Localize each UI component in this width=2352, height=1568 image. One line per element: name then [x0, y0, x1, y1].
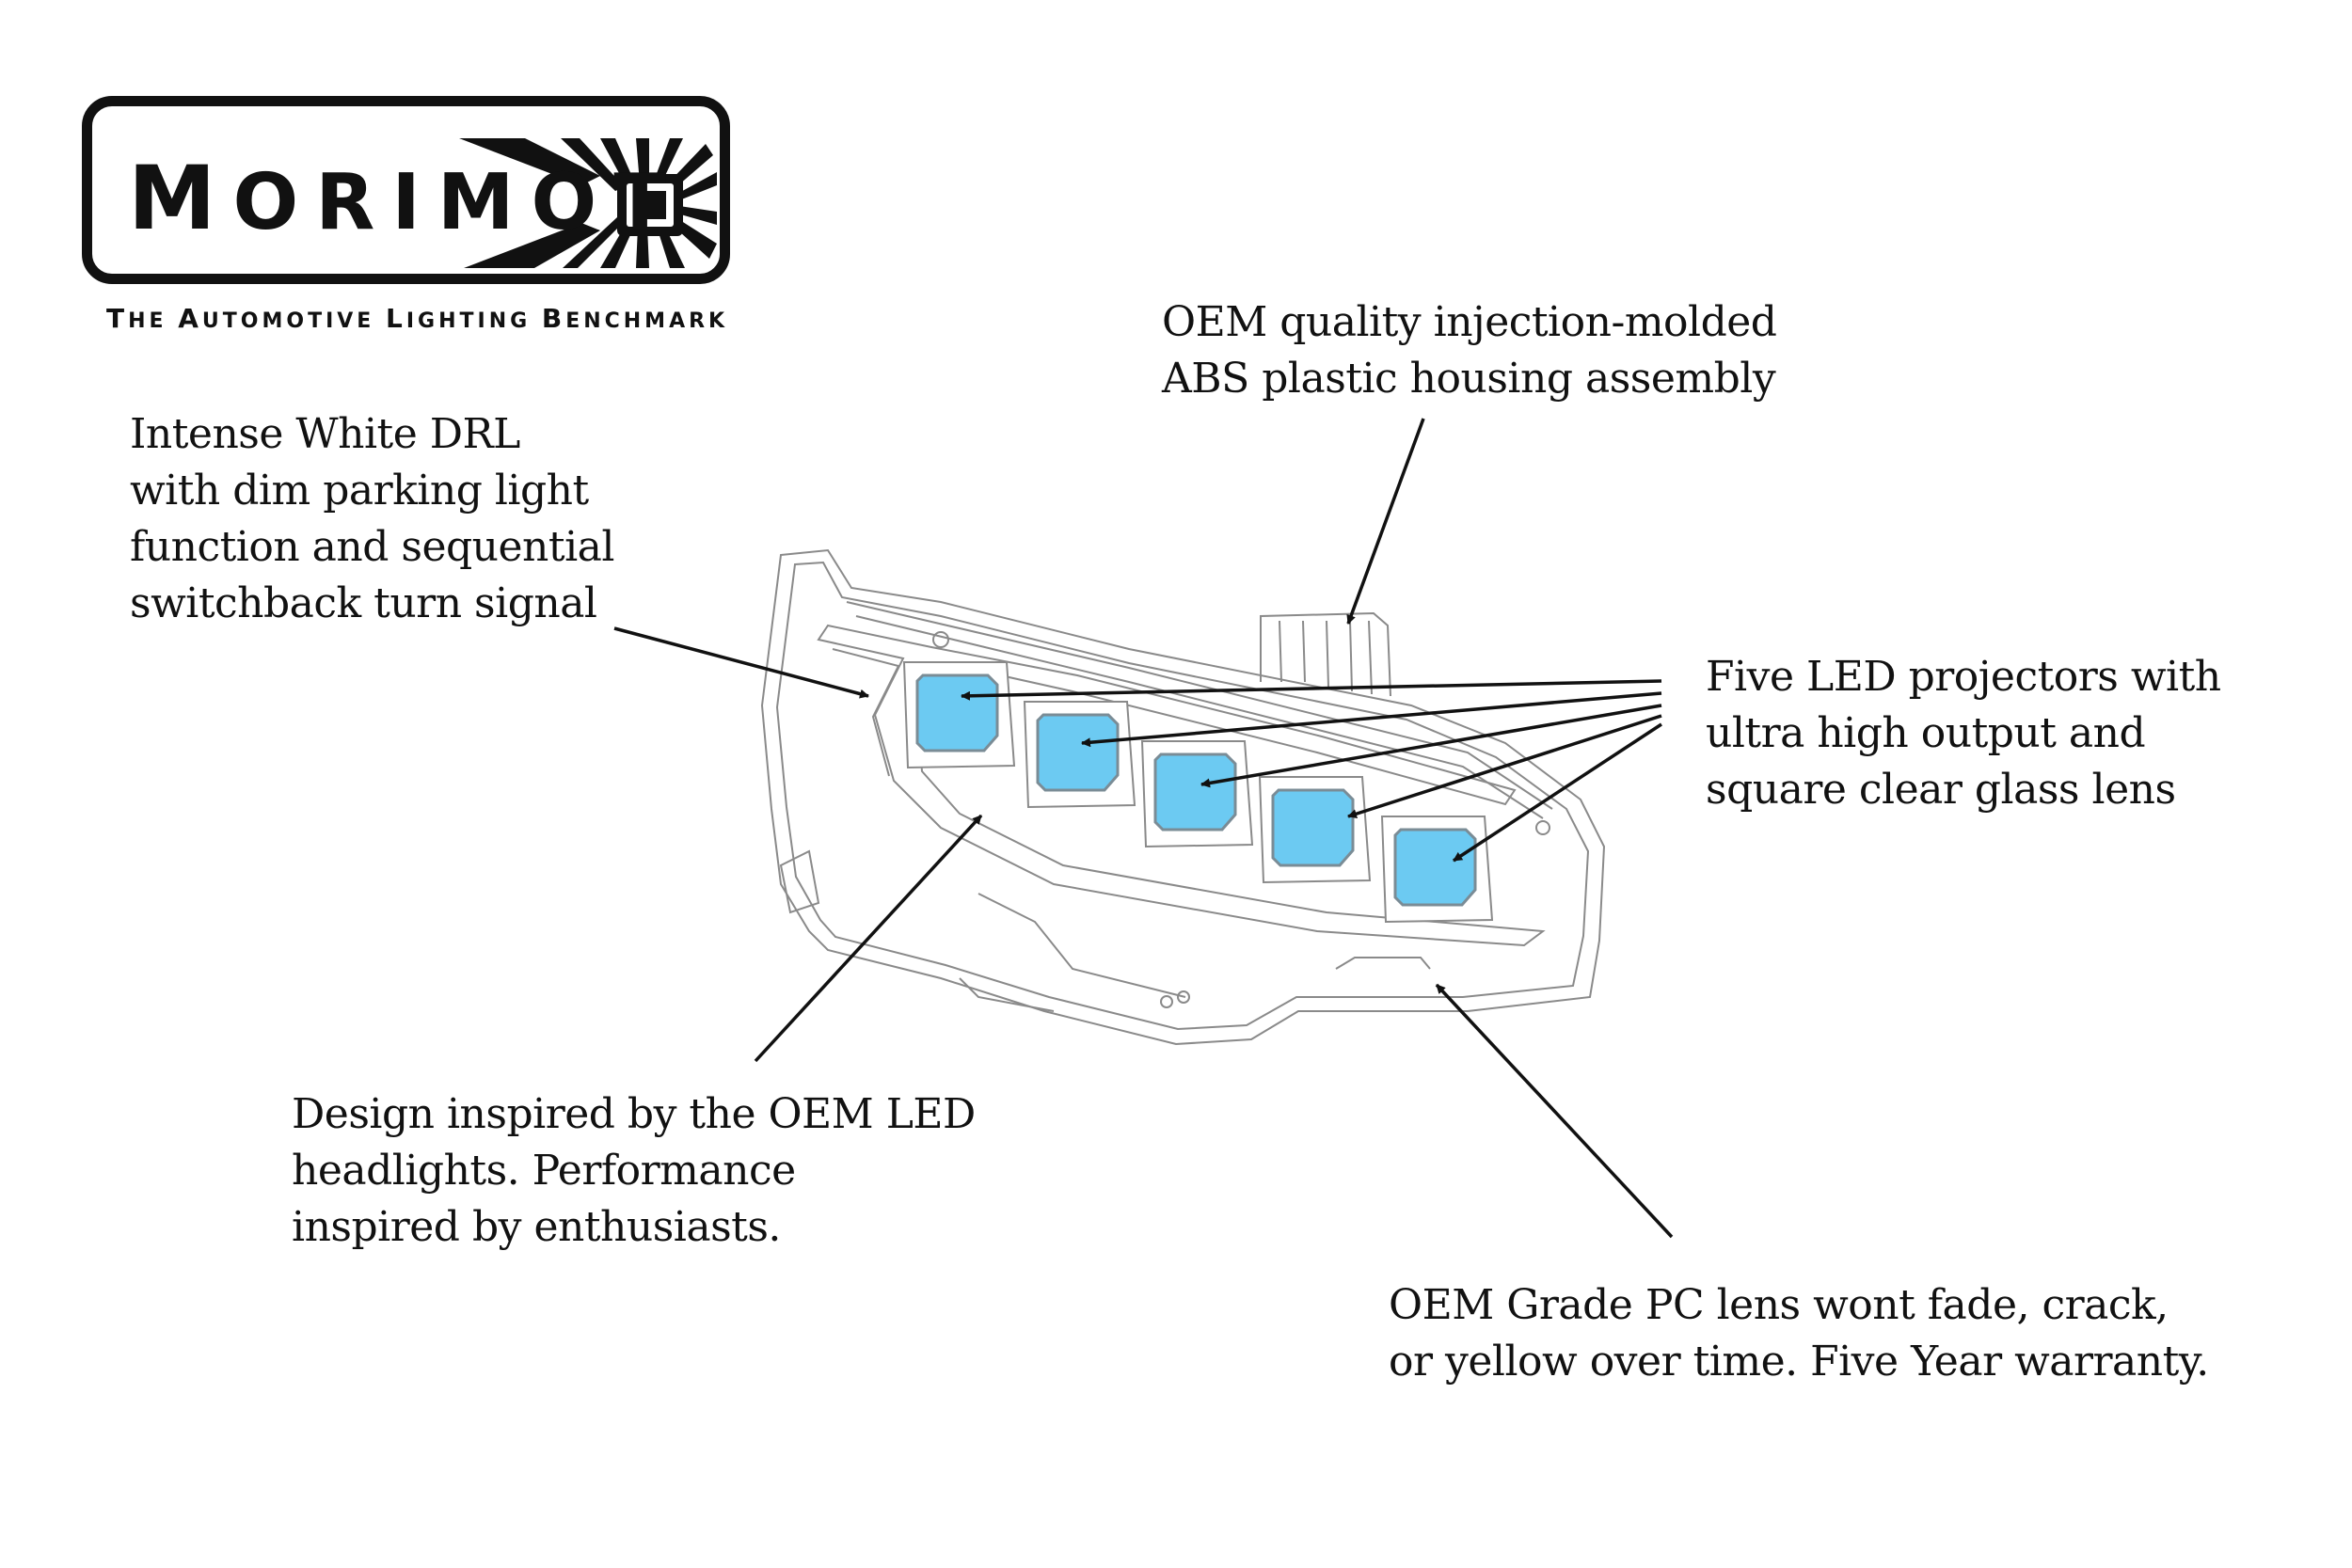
arrow-projector-5 — [1453, 722, 1662, 863]
logo-initial: M — [128, 148, 233, 250]
arrow-design — [754, 814, 983, 1063]
tagline-word: LIGHTING — [386, 303, 532, 334]
callout-line: switchback turn signal — [130, 579, 597, 627]
arrow-projector-2 — [1081, 691, 1662, 748]
callout-drl: Intense White DRL with dim parking light… — [130, 406, 614, 632]
callout-projectors: Five LED projectors with ultra high outp… — [1706, 649, 2221, 818]
projector-lens — [1036, 713, 1120, 792]
callout-arrows — [613, 418, 1674, 1239]
callout-line: headlights. Performance — [292, 1147, 796, 1195]
callout-line: ABS plastic housing assembly — [1162, 355, 1776, 403]
callout-line: OEM quality injection-molded — [1162, 298, 1777, 346]
callout-lens: OEM Grade PC lens wont fade, crack, or y… — [1389, 1277, 2209, 1390]
projector-lens — [1153, 752, 1237, 832]
projector-lens — [1271, 788, 1355, 867]
arrow-projector-3 — [1200, 704, 1662, 788]
callout-line: Intense White DRL — [130, 410, 520, 458]
logo-tagline: THE AUTOMOTIVE LIGHTING BENCHMARK — [106, 303, 724, 334]
callout-design: Design inspired by the OEM LED headlight… — [292, 1086, 976, 1256]
tagline-word: THE — [106, 303, 167, 334]
projector-lens — [915, 673, 999, 752]
arrow-projector-4 — [1347, 714, 1662, 819]
arrow-housing — [1346, 418, 1425, 625]
projector-group — [902, 661, 1494, 924]
callout-line: function and sequential — [130, 523, 614, 571]
callout-line: with dim parking light — [130, 467, 589, 515]
projector-lens — [1393, 828, 1477, 907]
sunburst-icon — [459, 138, 717, 268]
callout-line: inspired by enthusiasts. — [292, 1203, 781, 1251]
logo-rest: ORIMOT — [232, 158, 684, 247]
tagline-word: AUTOMOTIVE — [178, 303, 375, 334]
callout-housing: OEM quality injection-molded ABS plastic… — [1162, 294, 1777, 407]
logo-wordmark: MORIMOT — [128, 155, 683, 244]
arrow-lens — [1435, 983, 1674, 1239]
arrow-projector-1 — [961, 679, 1662, 701]
callout-line: Five LED projectors with — [1706, 653, 2221, 701]
callout-line: Design inspired by the OEM LED — [292, 1090, 976, 1138]
callout-line: OEM Grade PC lens wont fade, crack, — [1389, 1281, 2169, 1329]
arrow-drl — [613, 626, 869, 699]
callout-line: or yellow over time. Five Year warranty. — [1389, 1338, 2209, 1386]
morimoto-logo: MORIMOT — [82, 96, 730, 284]
callout-line: ultra high output and — [1706, 709, 2146, 757]
callout-line: square clear glass lens — [1706, 766, 2176, 814]
tagline-word: BENCHMARK — [541, 303, 729, 334]
